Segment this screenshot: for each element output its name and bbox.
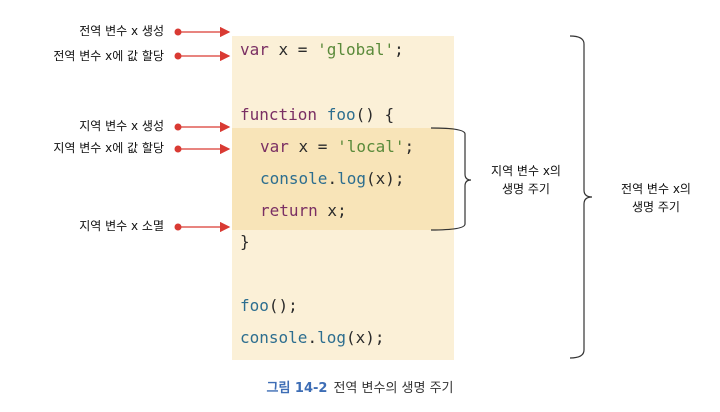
code-text: () { bbox=[355, 105, 395, 124]
global-lifecycle-line1: 전역 변수 x의 bbox=[621, 182, 691, 196]
global-lifecycle-label: 전역 변수 x의 생명 주기 bbox=[604, 180, 708, 216]
code-function-name: foo bbox=[240, 296, 269, 315]
code-line-4: console.log(x); bbox=[260, 167, 405, 191]
code-line-3: var x = 'local'; bbox=[260, 135, 414, 159]
code-string: 'local' bbox=[337, 137, 405, 156]
code-function-name: log bbox=[337, 169, 366, 188]
global-lifecycle-line2: 생명 주기 bbox=[632, 200, 680, 214]
code-line-1: var x = 'global'; bbox=[240, 38, 404, 62]
arrow-dot bbox=[174, 28, 182, 36]
local-lifecycle-label: 지역 변수 x의 생명 주기 bbox=[481, 162, 571, 198]
code-line-8: console.log(x); bbox=[240, 326, 385, 350]
figure-caption: 그림 14-2 전역 변수의 생명 주기 bbox=[0, 377, 720, 396]
label-local-assign: 지역 변수 x에 값 할당 bbox=[53, 141, 164, 155]
arrow-global-assign bbox=[174, 50, 231, 62]
code-line-7: foo(); bbox=[240, 294, 298, 318]
code-keyword: function bbox=[240, 105, 318, 124]
code-text: . bbox=[307, 328, 318, 347]
arrow-dot bbox=[174, 223, 182, 231]
code-function-name: log bbox=[317, 328, 346, 347]
code-text: (); bbox=[268, 296, 298, 315]
code-text: x; bbox=[317, 201, 347, 220]
arrow-global-create bbox=[174, 26, 231, 38]
code-keyword: var bbox=[260, 137, 289, 156]
code-line-5: return x; bbox=[260, 199, 347, 223]
arrow-local-assign bbox=[174, 143, 231, 155]
code-line-6: } bbox=[240, 232, 250, 251]
code-text: ; bbox=[404, 137, 415, 156]
code-string: 'global' bbox=[317, 40, 395, 59]
code-text: (x); bbox=[365, 169, 405, 188]
code-keyword: var bbox=[240, 40, 269, 59]
arrow-local-create bbox=[174, 121, 231, 133]
code-line-2: function foo() { bbox=[240, 103, 394, 127]
local-lifecycle-brace bbox=[430, 127, 472, 231]
code-keyword: return bbox=[260, 201, 318, 220]
figure-number: 그림 14-2 bbox=[266, 381, 328, 396]
label-local-destroy: 지역 변수 x 소멸 bbox=[79, 219, 164, 233]
global-lifecycle-brace bbox=[569, 35, 593, 359]
code-function-name: foo bbox=[326, 105, 356, 124]
label-local-create: 지역 변수 x 생성 bbox=[79, 119, 164, 133]
code-object: console bbox=[240, 328, 308, 347]
code-object: console bbox=[260, 169, 328, 188]
arrow-local-destroy bbox=[174, 221, 231, 233]
label-global-assign: 전역 변수 x에 값 할당 bbox=[53, 49, 164, 63]
arrow-dot bbox=[174, 145, 182, 153]
arrow-dot bbox=[174, 123, 182, 131]
code-text: (x); bbox=[345, 328, 385, 347]
local-lifecycle-line2: 생명 주기 bbox=[502, 182, 550, 196]
code-text: ; bbox=[394, 40, 404, 59]
code-text: x = bbox=[268, 40, 318, 59]
code-text: . bbox=[327, 169, 338, 188]
local-lifecycle-line1: 지역 변수 x의 bbox=[491, 164, 561, 178]
figure-title: 전역 변수의 생명 주기 bbox=[333, 381, 454, 396]
code-text: x = bbox=[288, 137, 338, 156]
label-global-create: 전역 변수 x 생성 bbox=[79, 24, 164, 38]
arrow-dot bbox=[174, 52, 182, 60]
function-body-highlight bbox=[232, 128, 454, 230]
